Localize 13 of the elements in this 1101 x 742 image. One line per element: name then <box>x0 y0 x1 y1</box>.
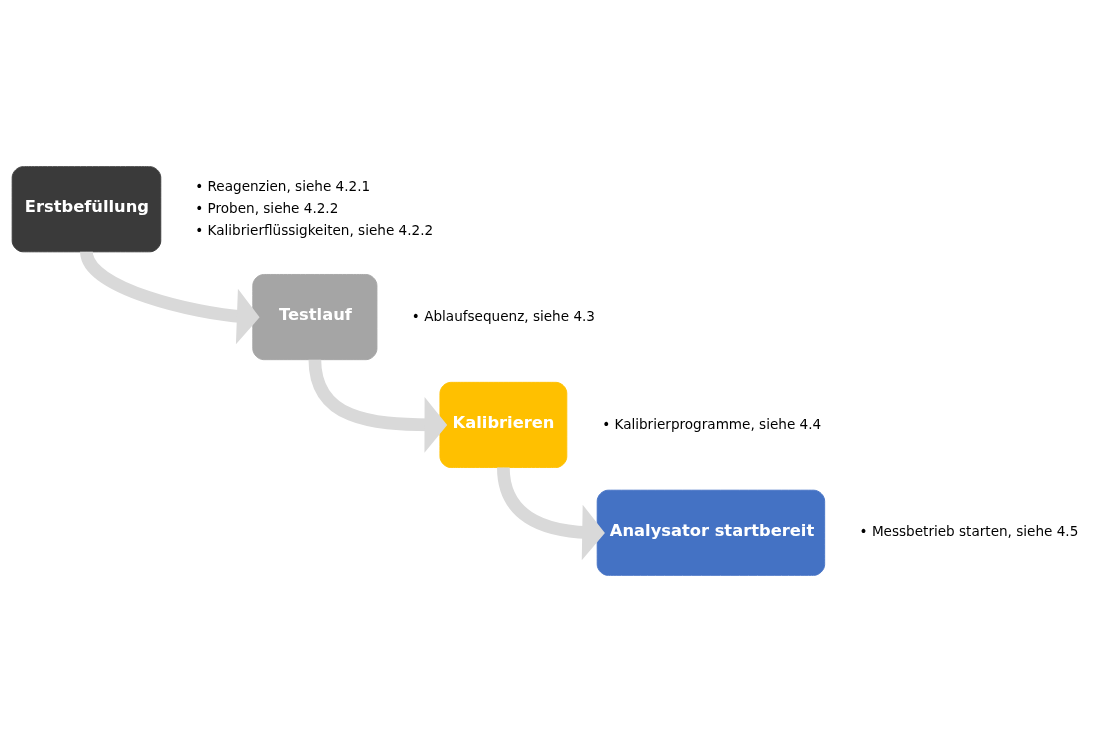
node-label: • Reagenzien, siehe 4.2.1 <box>195 178 371 195</box>
node-label: • Ablaufsequenz, siehe 4.3 <box>411 307 595 324</box>
node-box: Testlauf <box>252 274 378 361</box>
arrow <box>80 250 260 345</box>
node-label: • Kalibrierprogramme, siehe 4.4 <box>602 415 822 432</box>
node-label: • Kalibrierflüssigkeiten, siehe 4.2.2 <box>195 221 434 238</box>
arrow <box>308 359 448 453</box>
node-box: Kalibrieren <box>439 381 568 468</box>
node-label: • Messbetrieb starten, siehe 4.5 <box>859 523 1079 540</box>
node-box: Analysator startbereit <box>596 489 826 576</box>
node-label: • Proben, siehe 4.2.2 <box>195 199 339 216</box>
node-box: Erstbefüllung <box>11 166 162 253</box>
arrow <box>497 467 605 561</box>
